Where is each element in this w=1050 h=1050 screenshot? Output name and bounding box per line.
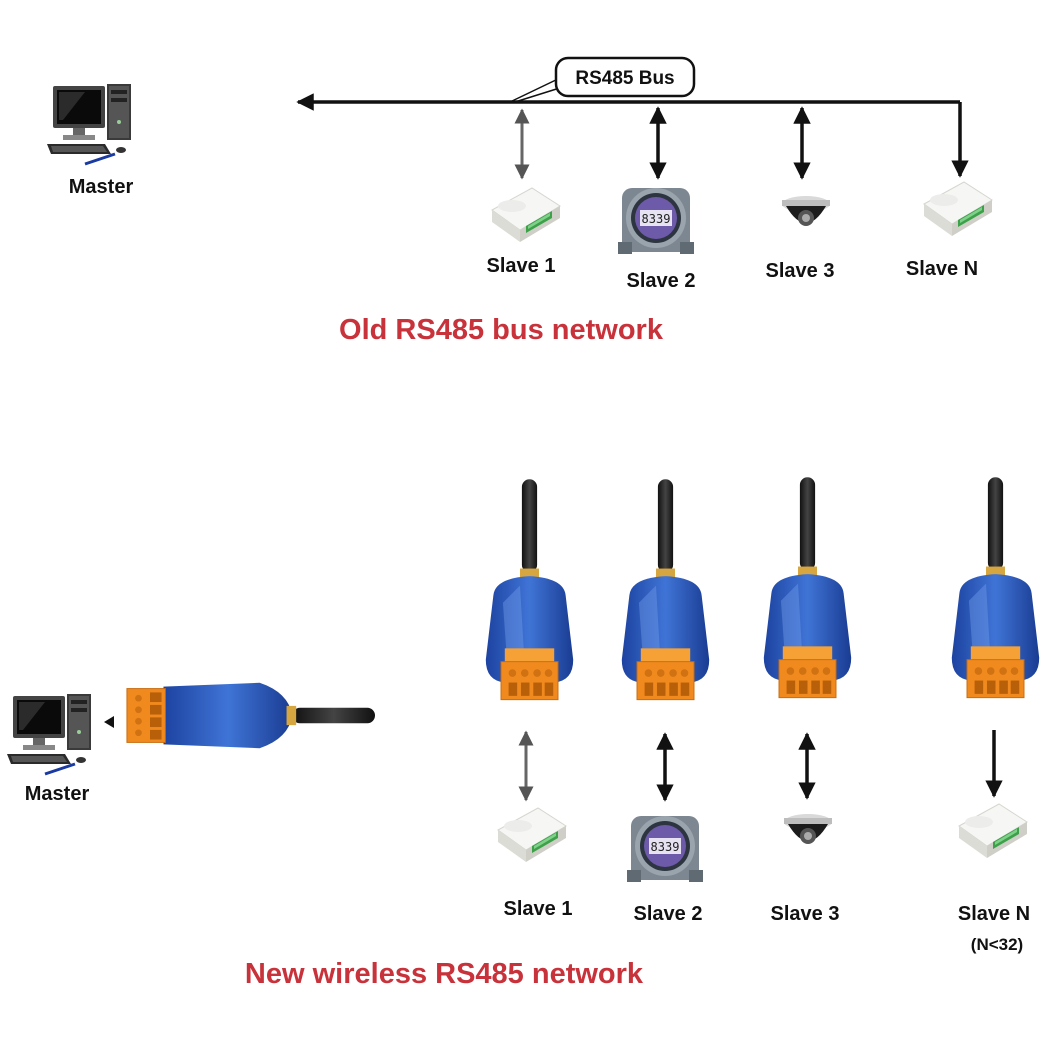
old-network: Master RS485 Bus Slave 1 Slave 2 Slave 3… [45, 56, 993, 346]
new-network: Master Slave 1 Slave 2 Slave 3 Slave N (… [5, 476, 1040, 990]
old-master-label: Master [69, 176, 134, 198]
master-computer-icon [5, 692, 93, 776]
bus-callout-pointer [509, 77, 561, 103]
wireless-module-slave-2 [621, 478, 710, 701]
new-slave3-label: Slave 3 [771, 903, 840, 925]
bus-callout-box [554, 56, 696, 98]
new-slave1-label: Slave 1 [504, 898, 573, 920]
meter-icon [618, 188, 694, 254]
master-wireless-module [126, 682, 375, 749]
wireless-module-slave-3 [763, 476, 852, 699]
old-slave3-label: Slave 3 [766, 260, 835, 282]
old-slaveN-label: Slave N [906, 258, 978, 280]
new-master-label: Master [25, 783, 90, 805]
dome-camera-icon [782, 196, 830, 226]
bus-label: RS485 Bus [575, 68, 674, 89]
new-slave2-label: Slave 2 [634, 903, 703, 925]
old-slave1-label: Slave 1 [487, 255, 556, 277]
wireless-module-slave-N [951, 476, 1040, 699]
new-network-title: New wireless RS485 network [245, 958, 644, 990]
wireless-module-slave-1 [485, 478, 574, 701]
meter-icon [627, 816, 703, 882]
new-slaveN-label: Slave N [958, 903, 1030, 925]
scale-terminal-icon [497, 807, 567, 863]
slave-limit-note: (N<32) [971, 935, 1023, 954]
scale-terminal-icon [491, 187, 561, 243]
dome-camera-icon [784, 814, 832, 844]
old-network-title: Old RS485 bus network [339, 314, 664, 346]
scale-terminal-icon [923, 181, 993, 237]
master-computer-icon [45, 82, 133, 166]
scale-terminal-icon [958, 803, 1028, 859]
old-slave2-label: Slave 2 [627, 270, 696, 292]
